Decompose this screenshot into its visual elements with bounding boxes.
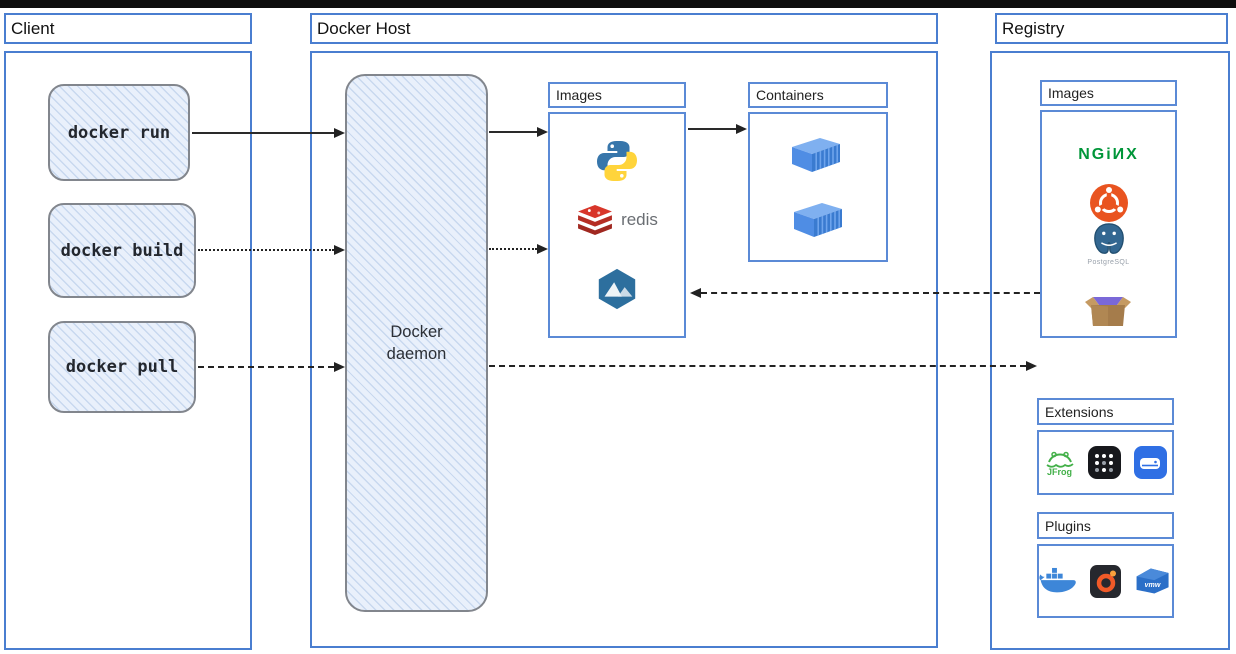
docker-pull-label: docker pull bbox=[65, 357, 179, 377]
registry-title-label: Registry bbox=[1002, 18, 1065, 38]
docker-daemon-node: Docker daemon bbox=[345, 74, 488, 612]
docker-run-node: docker run bbox=[48, 84, 190, 181]
docker-daemon-label: Docker daemon bbox=[386, 322, 447, 363]
registry-panel-title: Registry bbox=[995, 13, 1228, 44]
client-panel-title: Client bbox=[4, 13, 252, 44]
postgresql-image-item: PostgreSQL bbox=[1040, 222, 1177, 266]
arrow-registry-to-host-images bbox=[701, 292, 1040, 294]
redis-label: redis bbox=[621, 210, 658, 229]
jfrog-extension-item: JFrog bbox=[1045, 449, 1075, 477]
vmware-label: vmw bbox=[1144, 581, 1160, 589]
arrow-daemon-to-registry bbox=[489, 365, 1026, 367]
plugins-title-label: Plugins bbox=[1045, 517, 1091, 534]
arrow-pull-to-daemon bbox=[198, 366, 334, 368]
ubuntu-icon bbox=[1090, 184, 1128, 222]
arrow-run-to-daemon bbox=[192, 132, 334, 134]
plugins-title: Plugins bbox=[1037, 512, 1174, 539]
container-icon bbox=[794, 203, 842, 237]
arrow-build-to-daemon bbox=[198, 249, 334, 251]
host-images-title: Images bbox=[548, 82, 686, 108]
vmware-icon: vmw bbox=[1136, 568, 1169, 594]
containers-box bbox=[748, 112, 888, 262]
nginx-logo: NGiИX bbox=[1078, 146, 1139, 163]
registry-images-title-label: Images bbox=[1048, 85, 1094, 101]
arrow-daemon-to-images bbox=[489, 131, 537, 133]
python-icon bbox=[597, 141, 637, 181]
containers-title: Containers bbox=[748, 82, 888, 108]
arrowhead-icon bbox=[736, 124, 747, 134]
redis-image-item: redis bbox=[548, 204, 686, 236]
arrow-images-to-containers bbox=[688, 128, 736, 130]
extensions-box: JFrog bbox=[1037, 430, 1174, 495]
extension-grid-icon bbox=[1087, 446, 1121, 479]
container-icon bbox=[792, 138, 840, 172]
extensions-title: Extensions bbox=[1037, 398, 1174, 425]
arrowhead-icon bbox=[537, 127, 548, 137]
docker-pull-node: docker pull bbox=[48, 321, 196, 413]
docker-host-title-label: Docker Host bbox=[317, 18, 411, 38]
host-images-title-label: Images bbox=[556, 87, 602, 103]
redis-icon bbox=[578, 204, 613, 236]
arrowhead-icon bbox=[690, 288, 701, 298]
arrowhead-icon bbox=[334, 362, 345, 372]
arrowhead-icon bbox=[334, 128, 345, 138]
docker-whale-icon bbox=[1039, 567, 1076, 593]
docker-build-node: docker build bbox=[48, 203, 196, 298]
docker-build-label: docker build bbox=[60, 240, 184, 261]
arrowhead-icon bbox=[1026, 361, 1037, 371]
jfrog-label: JFrog bbox=[1046, 466, 1072, 477]
extensions-title-label: Extensions bbox=[1045, 403, 1114, 420]
arrowhead-icon bbox=[537, 244, 548, 254]
vm-extension-icon bbox=[1133, 446, 1167, 479]
postgresql-label: PostgreSQL bbox=[1087, 259, 1130, 266]
registry-images-title: Images bbox=[1040, 80, 1177, 106]
containers-title-label: Containers bbox=[756, 87, 824, 103]
client-title-label: Client bbox=[11, 18, 55, 38]
plugins-box: vmw bbox=[1037, 544, 1174, 618]
arrow-daemon-to-images-build bbox=[489, 248, 537, 250]
postgresql-icon bbox=[1093, 223, 1124, 254]
arrowhead-icon bbox=[334, 245, 345, 255]
docker-host-panel-title: Docker Host bbox=[310, 13, 938, 44]
grafana-icon bbox=[1090, 564, 1121, 598]
docker-run-label: docker run bbox=[67, 122, 171, 143]
jfrog-icon bbox=[1045, 451, 1074, 468]
alpine-icon bbox=[598, 268, 636, 310]
busybox-icon bbox=[1085, 297, 1131, 326]
top-black-bar bbox=[0, 0, 1236, 8]
